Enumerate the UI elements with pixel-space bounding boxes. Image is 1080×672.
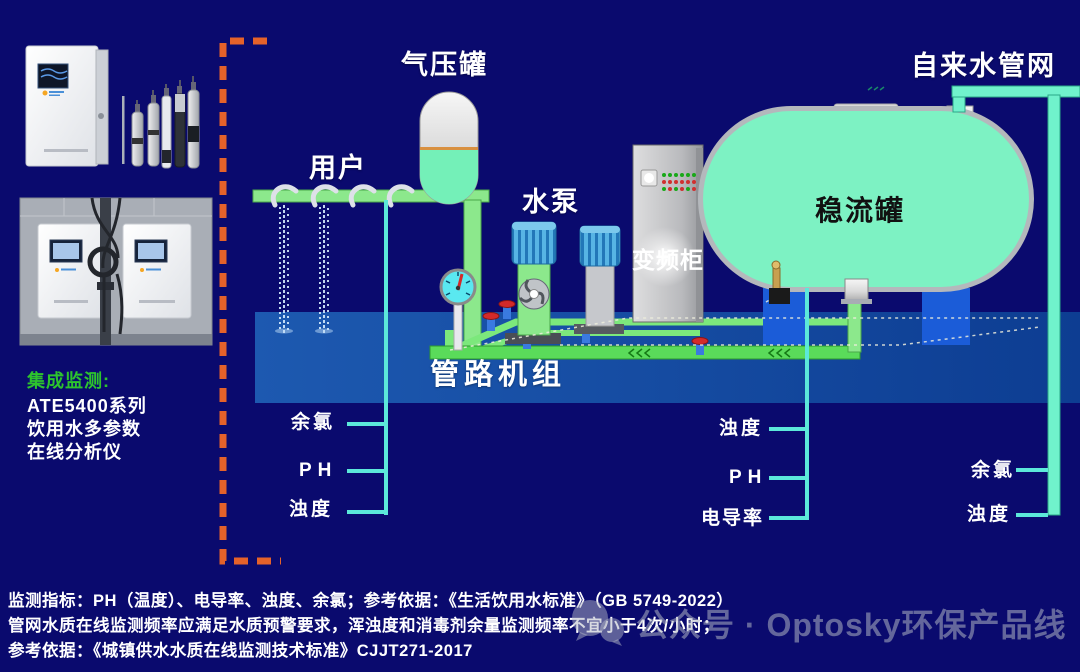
water-pump-1 xyxy=(505,221,561,344)
vfd-cabinet xyxy=(632,144,704,323)
water-pump-2 xyxy=(574,225,624,334)
stabilizer-tank xyxy=(698,103,1034,345)
air-tank-label: 气压罐 xyxy=(401,50,488,80)
signal-lines xyxy=(449,317,1041,351)
monitor-network-chlorine: 余氯 xyxy=(971,460,1016,481)
analyzer-product-image xyxy=(25,45,109,167)
monitor-lines xyxy=(347,200,1048,520)
pressure-gauge xyxy=(439,268,477,351)
monitor-user-turbidity: 浊度 xyxy=(289,499,334,520)
product-series: ATE5400系列 xyxy=(27,396,147,416)
air-pressure-tank xyxy=(419,91,479,205)
footer-note-3: 参考依据：《城镇供水水质在线监测技术标准》CJJT271-2017 xyxy=(8,642,473,660)
tap-water-network-label: 自来水管网 xyxy=(911,51,1056,81)
footer-note-2: 管网水质在线监测频率应满足水质预警要求，浑浊度和消毒剂余量监测频率不宜小于4次/… xyxy=(8,617,720,635)
monitor-network-turbidity: 浊度 xyxy=(967,504,1012,525)
sensor-probes-image xyxy=(122,76,200,169)
monitor-pump-conductivity: 电导率 xyxy=(701,508,765,529)
stabilizer-tank-label: 稳流罐 xyxy=(815,195,906,226)
wechat-icon xyxy=(572,600,624,646)
pipeline-manifold xyxy=(429,299,862,360)
monitor-user-ph: PH xyxy=(299,460,338,481)
product-type: 饮用水多参数 xyxy=(27,419,141,439)
monitor-pump-ph: PH xyxy=(729,467,768,488)
footer-note-1: 监测指标：PH（温度）、电导率、浊度、余氯；参考依据：《生活饮用水标准》（GB … xyxy=(8,592,734,610)
product-device: 在线分析仪 xyxy=(27,442,122,462)
highlight-bracket xyxy=(219,37,281,565)
watermark-text: 公众号 · Optosky环保产品线 xyxy=(636,607,1067,643)
water-streams xyxy=(275,205,333,334)
watermark: 公众号 · Optosky环保产品线 xyxy=(566,597,1066,649)
monitor-user-chlorine: 余氯 xyxy=(291,412,336,433)
product-heading: 集成监测: xyxy=(27,371,110,391)
vfd-cabinet-label: 变频柜 xyxy=(632,247,704,273)
monitor-pump-turbidity: 浊度 xyxy=(719,418,764,439)
faucets xyxy=(270,184,415,208)
network-pipe xyxy=(867,85,1080,516)
pipeline-unit-label: 管路机组 xyxy=(430,359,567,391)
installation-photo xyxy=(19,197,213,346)
users-label: 用户 xyxy=(309,153,367,183)
pump-label: 水泵 xyxy=(522,187,580,217)
indicator-lights xyxy=(662,173,696,191)
